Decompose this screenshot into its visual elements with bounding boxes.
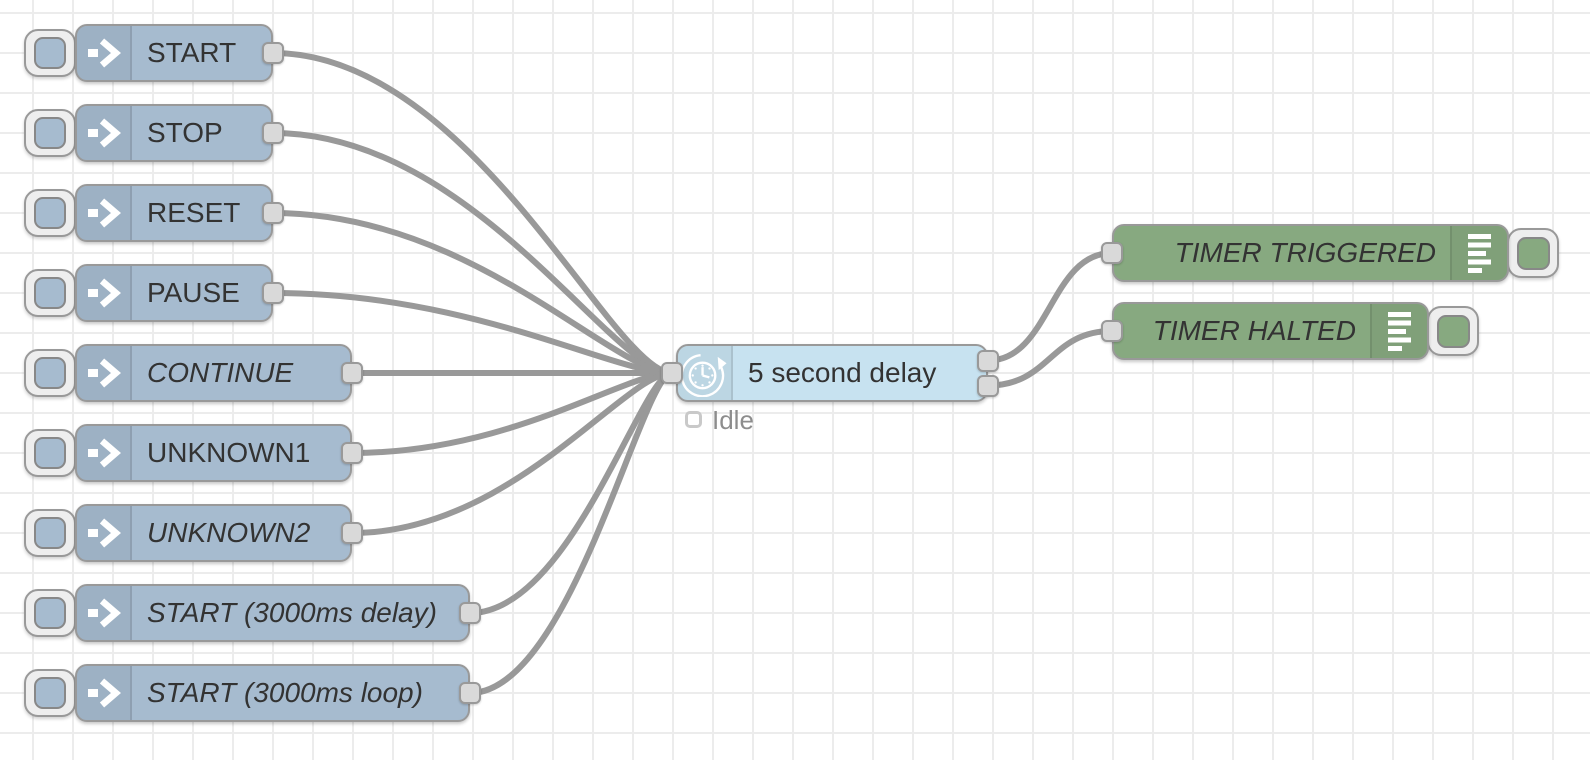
node-body[interactable]: START	[75, 24, 273, 82]
debug-toggle-button-timer-triggered[interactable]	[1507, 228, 1559, 278]
debug-toggle-face	[1436, 314, 1470, 348]
node-label: TIMER HALTED	[1152, 315, 1356, 346]
node-label: START (3000ms loop)	[147, 677, 423, 708]
output-port[interactable]	[262, 42, 284, 64]
output-port-2[interactable]	[977, 374, 999, 397]
inject-button-continue[interactable]	[24, 349, 76, 397]
wire-reset-to-5-second-delay[interactable]	[272, 210, 673, 376]
status-text: Idle	[712, 405, 754, 435]
output-port[interactable]	[341, 522, 363, 544]
wire-5-second-delay-to-timer-halted[interactable]	[987, 328, 1113, 389]
output-port[interactable]	[341, 362, 363, 384]
node-label: START	[147, 37, 237, 68]
node-body[interactable]: TIMER TRIGGERED	[1112, 224, 1509, 282]
input-port[interactable]	[1101, 320, 1123, 342]
inject-button-face	[34, 277, 66, 309]
inject-arrow-icon	[77, 186, 132, 240]
output-port[interactable]	[262, 122, 284, 144]
output-port[interactable]	[459, 682, 481, 704]
timer-clock-icon	[678, 346, 733, 400]
inject-button-face	[34, 517, 66, 549]
inject-button-start-3000ms-delay[interactable]	[24, 589, 76, 637]
node-label: UNKNOWN2	[147, 517, 311, 548]
inject-arrow-icon	[77, 426, 132, 480]
wire-stop-to-5-second-delay[interactable]	[272, 130, 673, 376]
inject-button-unknown2[interactable]	[24, 509, 76, 557]
output-port[interactable]	[341, 442, 363, 464]
node-body[interactable]: TIMER HALTED	[1112, 302, 1429, 360]
wire-5-second-delay-to-timer-triggered[interactable]	[987, 250, 1113, 364]
debug-list-icon	[1370, 304, 1427, 358]
inject-arrow-icon	[77, 666, 132, 720]
inject-arrow-icon	[77, 266, 132, 320]
node-body[interactable]: UNKNOWN1	[75, 424, 352, 482]
inject-arrow-icon	[77, 586, 132, 640]
inject-button-face	[34, 357, 66, 389]
output-port[interactable]	[262, 282, 284, 304]
inject-button-face	[34, 197, 66, 229]
wire-start-3000ms-loop-to-5-second-delay[interactable]	[469, 370, 674, 696]
inject-button-face	[34, 437, 66, 469]
inject-arrow-icon	[77, 506, 132, 560]
node-label: TIMER TRIGGERED	[1174, 237, 1436, 268]
node-body[interactable]: STOP	[75, 104, 273, 162]
inject-button-pause[interactable]	[24, 269, 76, 317]
status-ring-icon	[685, 411, 702, 428]
node-label: START (3000ms delay)	[147, 597, 437, 628]
output-port-1[interactable]	[977, 349, 999, 372]
node-label: UNKNOWN1	[147, 437, 311, 468]
inject-button-reset[interactable]	[24, 189, 76, 237]
debug-list-icon	[1450, 226, 1507, 280]
inject-button-stop[interactable]	[24, 109, 76, 157]
inject-button-face	[34, 37, 66, 69]
inject-button-face	[34, 117, 66, 149]
wire-unknown2-to-5-second-delay[interactable]	[351, 370, 673, 536]
inject-arrow-icon	[77, 26, 132, 80]
output-port[interactable]	[459, 602, 481, 624]
node-body[interactable]: RESET	[75, 184, 273, 242]
node-body[interactable]: UNKNOWN2	[75, 504, 352, 562]
inject-button-start[interactable]	[24, 29, 76, 77]
inject-button-start-3000ms-loop[interactable]	[24, 669, 76, 717]
node-label: CONTINUE	[147, 357, 294, 388]
debug-toggle-button-timer-halted[interactable]	[1427, 306, 1479, 356]
inject-arrow-icon	[77, 346, 132, 400]
wire-unknown1-to-5-second-delay[interactable]	[351, 370, 673, 456]
node-body[interactable]: START (3000ms loop)	[75, 664, 470, 722]
inject-button-face	[34, 597, 66, 629]
input-port[interactable]	[1101, 242, 1123, 264]
inject-button-unknown1[interactable]	[24, 429, 76, 477]
debug-toggle-face	[1516, 236, 1550, 270]
node-label: STOP	[147, 117, 223, 148]
node-body[interactable]: CONTINUE	[75, 344, 352, 402]
node-body[interactable]: PAUSE	[75, 264, 273, 322]
node-label: 5 second delay	[748, 357, 937, 388]
output-port[interactable]	[262, 202, 284, 224]
wire-start-to-5-second-delay[interactable]	[272, 50, 673, 376]
input-port[interactable]	[661, 362, 683, 384]
node-label: PAUSE	[147, 277, 240, 308]
wire-pause-to-5-second-delay[interactable]	[272, 290, 673, 376]
inject-button-face	[34, 677, 66, 709]
node-body[interactable]: 5 second delay	[676, 344, 988, 402]
node-body[interactable]: START (3000ms delay)	[75, 584, 470, 642]
node-label: RESET	[147, 197, 241, 228]
inject-arrow-icon	[77, 106, 132, 160]
